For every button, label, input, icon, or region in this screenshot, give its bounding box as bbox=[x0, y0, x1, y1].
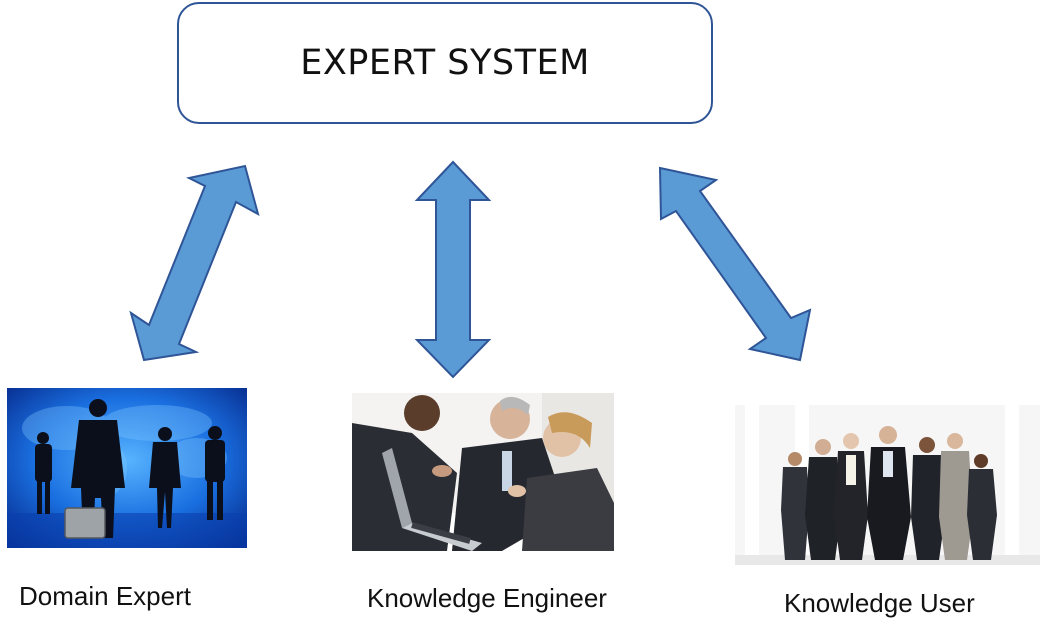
expert-system-title: EXPERT SYSTEM bbox=[300, 43, 590, 83]
knowledge-engineer-label: Knowledge Engineer bbox=[367, 583, 607, 613]
domain-expert-label: Domain Expert bbox=[19, 581, 191, 611]
knowledge-user-photo bbox=[735, 405, 1040, 565]
domain-expert-photo bbox=[7, 388, 247, 548]
knowledge-user-arrow bbox=[658, 166, 812, 362]
knowledge-user-label: Knowledge User bbox=[784, 588, 975, 618]
domain-expert-arrow bbox=[129, 164, 260, 362]
knowledge-engineer-arrow bbox=[414, 160, 492, 379]
briefcase-icon bbox=[64, 507, 106, 539]
knowledge-engineer-photo bbox=[352, 393, 614, 551]
expert-system-box: EXPERT SYSTEM bbox=[177, 2, 713, 124]
